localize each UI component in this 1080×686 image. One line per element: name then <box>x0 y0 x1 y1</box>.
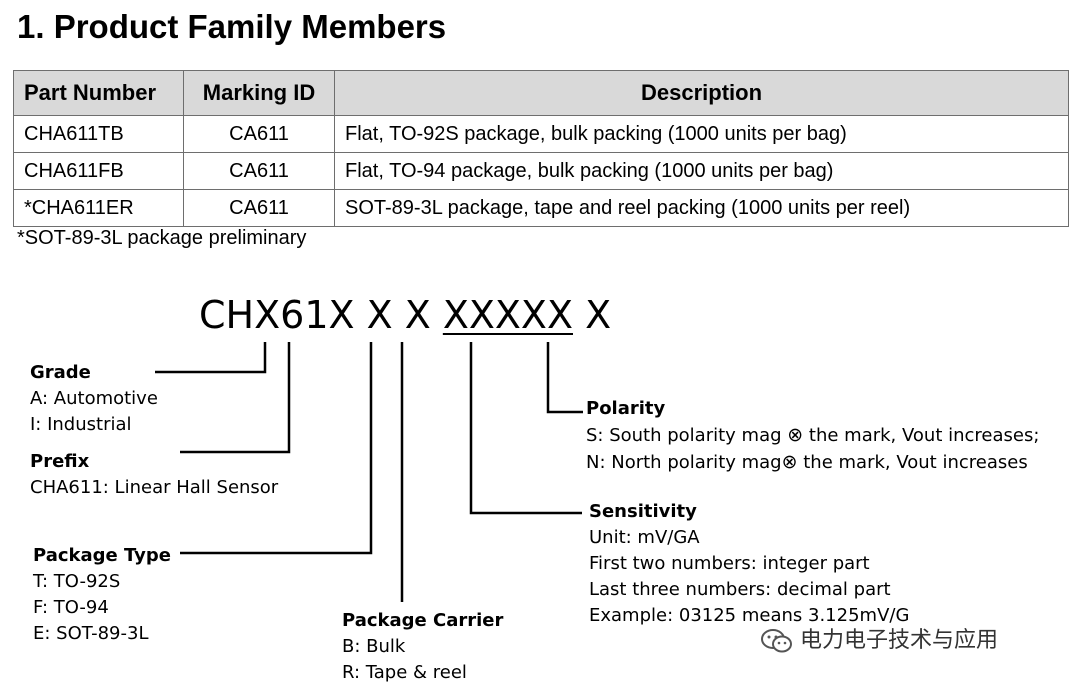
grade-line: A: Automotive <box>30 388 158 409</box>
polarity-line-south: S: South polarity mag ⊗ the mark, Vout i… <box>586 424 1040 446</box>
package-carrier-line: B: Bulk <box>342 636 406 657</box>
cell-description: SOT-89-3L package, tape and reel packing… <box>334 189 1069 227</box>
column-header-marking-id: Marking ID <box>183 70 335 116</box>
package-type-line: T: TO-92S <box>33 571 121 592</box>
sensitivity-line: First two numbers: integer part <box>589 553 870 574</box>
grade-line: I: Industrial <box>30 414 132 435</box>
part-number-code: CHX61X X X XXXXX X <box>199 293 611 337</box>
grade-connector <box>155 342 267 374</box>
cell-marking-id: CA611 <box>183 152 335 190</box>
polarity-heading: Polarity <box>586 398 666 419</box>
column-header-description: Description <box>334 70 1069 116</box>
grade-block: Grade A: Automotive I: Industrial <box>30 360 158 438</box>
package-carrier-block: Package Carrier B: Bulk R: Tape & reel <box>342 608 503 686</box>
wechat-icon <box>761 629 792 653</box>
prefix-block: Prefix CHA611: Linear Hall Sensor <box>30 449 278 501</box>
grade-heading: Grade <box>30 362 91 383</box>
prefix-line: CHA611: Linear Hall Sensor <box>30 477 279 498</box>
code-suffix: X <box>573 293 612 337</box>
cell-part-number: CHA611FB <box>13 152 184 190</box>
sensitivity-line: Last three numbers: decimal part <box>589 579 891 600</box>
polarity-block: Polarity S: South polarity mag ⊗ the mar… <box>586 396 1039 476</box>
product-family-table: Part Number Marking ID Description CHA61… <box>13 70 1069 227</box>
prefix-heading: Prefix <box>30 451 90 472</box>
table-footnote: *SOT-89-3L package preliminary <box>17 227 307 249</box>
cell-marking-id: CA611 <box>183 189 335 227</box>
polarity-connector <box>546 342 583 414</box>
code-prefix: CHX61X X X <box>199 293 443 337</box>
sensitivity-connector <box>469 342 582 515</box>
prefix-connector <box>180 342 291 454</box>
otimes-icon: ⊗ <box>781 451 798 473</box>
sensitivity-line: Unit: mV/GA <box>589 527 700 548</box>
package-carrier-line: R: Tape & reel <box>342 662 467 683</box>
table-row: *CHA611ER CA611 SOT-89-3L package, tape … <box>13 189 1069 227</box>
sensitivity-line: Example: 03125 means 3.125mV/G <box>589 605 910 626</box>
package-carrier-heading: Package Carrier <box>342 610 504 631</box>
column-header-part-number: Part Number <box>13 70 184 116</box>
page-title: 1. Product Family Members <box>17 8 447 45</box>
watermark-text: 电力电子技术与应用 <box>800 628 999 653</box>
package-type-line: F: TO-94 <box>33 597 109 618</box>
sensitivity-heading: Sensitivity <box>589 501 697 522</box>
otimes-icon: ⊗ <box>787 424 804 446</box>
cell-part-number: CHA611TB <box>13 115 184 153</box>
cell-part-number: *CHA611ER <box>13 189 184 227</box>
package-type-heading: Package Type <box>33 545 171 566</box>
package-type-connector <box>180 342 373 555</box>
code-sensitivity: XXXXX <box>442 293 573 337</box>
watermark: 电力电子技术与应用 <box>760 622 998 655</box>
sensitivity-block: Sensitivity Unit: mV/GA First two number… <box>589 499 909 629</box>
polarity-line-north: N: North polarity mag⊗ the mark, Vout in… <box>586 451 1028 473</box>
table-header-row: Part Number Marking ID Description <box>13 70 1069 116</box>
package-type-line: E: SOT-89-3L <box>33 623 149 644</box>
package-type-block: Package Type T: TO-92S F: TO-94 E: SOT-8… <box>33 543 171 647</box>
